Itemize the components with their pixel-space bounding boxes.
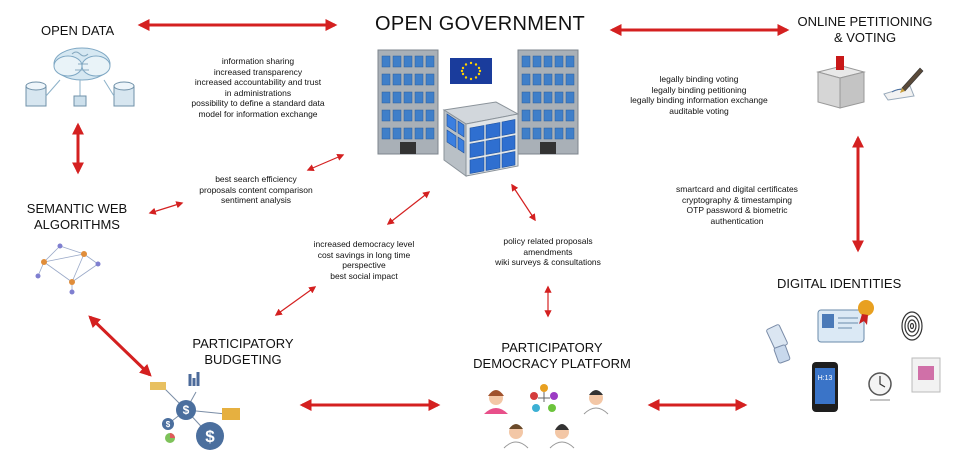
people-network-icon (484, 384, 609, 449)
node-title-digital-identities: DIGITAL IDENTITIES (777, 276, 902, 291)
svg-text:$: $ (183, 403, 190, 417)
arrow-semantic-budgeting (88, 315, 152, 377)
arrow-gov-semantic (306, 153, 345, 172)
eu-flag-icon (450, 58, 492, 84)
database-cloud-icon (25, 47, 135, 107)
ballot-box-icon (816, 56, 866, 109)
node-title-open-data: OPEN DATA (41, 23, 115, 38)
network-graph-icon (35, 243, 101, 295)
fountain-pen-icon (883, 67, 924, 101)
timestamp-clock-icon (868, 372, 892, 401)
svg-text:$: $ (205, 427, 215, 446)
arrow-semantic-notes (148, 201, 184, 215)
identity-devices-icon: H:13 (766, 300, 941, 412)
government-buildings-icon (377, 49, 579, 177)
fingerprint-icon (901, 311, 923, 341)
arrow-gov-democracy (511, 183, 536, 222)
arrow-gov-budgeting-bottom (274, 286, 317, 316)
svg-text:H:13: H:13 (818, 375, 833, 382)
node-title-participatory-budgeting: PARTICIPATORY BUDGETING (192, 336, 294, 367)
node-title-open-government: OPEN GOVERNMENT (375, 13, 586, 35)
arrow-gov-budgeting-top (386, 191, 431, 225)
node-title-participatory-democracy: PARTICIPATORY DEMOCRACY PLATFORM (473, 340, 631, 371)
node-title-semantic-web: SEMANTIC WEB ALGORITHMS (26, 201, 128, 232)
dollar-network-icon: $ $ $ (150, 372, 240, 450)
node-title-online-petitioning: ONLINE PETITIONING & VOTING (797, 14, 933, 45)
svg-text:$: $ (166, 420, 171, 429)
